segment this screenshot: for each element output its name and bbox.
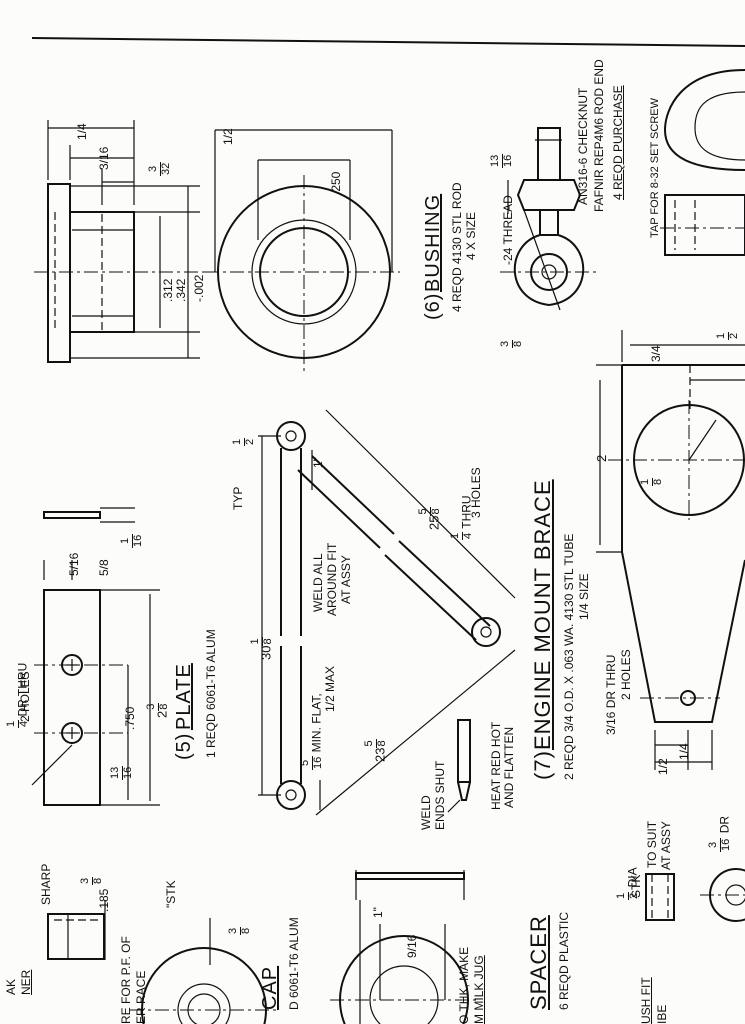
checknut-note: AN316-6 CHECKNUT	[576, 87, 590, 205]
set-screw-sketch	[660, 69, 745, 256]
rod-end-view	[500, 127, 600, 311]
ends-shut-note: ENDS SHUT	[433, 760, 447, 830]
bracket-view	[596, 330, 745, 770]
disk-dim-9-16: 9/16	[405, 934, 419, 958]
spacer-title: SPACER	[526, 915, 551, 1010]
bushing-dim-312: .312	[161, 278, 175, 302]
cap-sharp: SHARP	[39, 863, 53, 905]
cap-ner: NER	[19, 969, 33, 995]
bushing-dim-3-16: 3/16	[97, 146, 111, 170]
tap-note: TAP FOR 8-32 SET SCREW	[649, 98, 661, 238]
bracket-dim-2: 2	[594, 454, 609, 462]
brace-dim-1: 1"	[311, 457, 325, 468]
bushing-spec: 4 REQD 4130 STL ROD	[450, 182, 464, 312]
bushing-end-view	[205, 129, 400, 372]
brace-title: ENGINE MOUNT BRACE	[530, 479, 555, 750]
plate-dim-750: .750	[123, 706, 137, 730]
bushing-side-view	[34, 120, 215, 363]
bushing-number: (6)	[422, 292, 444, 320]
spacer-stk: STK	[629, 874, 643, 898]
bushing-dim-tolerance: -.002	[192, 274, 206, 302]
cap-stk: "STK	[164, 880, 178, 908]
plate-holes-count: 2 HOLES	[18, 671, 32, 722]
push-fit-note-2: IBE	[655, 1004, 669, 1024]
plate-view	[31, 507, 160, 806]
plate-dim-5-8: 5/8	[97, 559, 111, 576]
spacer-view	[645, 868, 745, 922]
weld-note: WELD	[419, 795, 433, 830]
disk-note-2: M MILK JUG	[472, 955, 486, 1024]
push-fit-note-1: USH FIT	[639, 977, 653, 1024]
bushing-dim-342: .342	[174, 278, 188, 302]
around-fit-note: AROUND FIT	[325, 542, 339, 616]
bushing-dim-250: .250	[329, 171, 343, 195]
bracket-dim-1-2: 1/2	[656, 758, 670, 775]
cap-dim-185: .185	[97, 888, 111, 912]
brace-holes-count: 3 HOLES	[469, 467, 483, 518]
sheet-border-line	[31, 37, 745, 47]
bracket-holes-count: 2 HOLES	[619, 649, 633, 700]
spacer-to-suit: TO SUIT	[645, 820, 659, 868]
bushing-size: 4 X SIZE	[464, 211, 478, 260]
disk-note-1: O THK, MAKE	[457, 946, 471, 1024]
bushing-dim-quarter: 1/4	[75, 123, 89, 140]
bushing-dim-half: 1/2	[221, 128, 235, 145]
plate-title: PLATE	[173, 663, 195, 730]
cap-view	[47, 900, 280, 1024]
plate-spec: 1 REQD 6061-T6 ALUM	[204, 629, 218, 758]
bracket-dim-1-4: 1/4	[677, 743, 691, 760]
cap-title: CAP	[259, 965, 281, 1010]
disk-dim-1: 1"	[371, 907, 385, 918]
at-assy-note: AT ASSY	[339, 555, 353, 604]
plate-dim-5-16: 5/16	[67, 552, 81, 576]
cap-spec: D 6061-T6 ALUM	[287, 917, 301, 1010]
plate-number: (5)	[173, 732, 195, 760]
brace-number: (7)	[530, 750, 555, 780]
bracket-dim-3-4: 3/4	[649, 345, 663, 362]
purchase-note: 4 REQD PURCHASE	[611, 85, 625, 200]
brace-typ: TYP	[231, 486, 245, 510]
cap-race-note-1: RE FOR P.F. OF	[119, 936, 133, 1024]
flatten-note: AND FLATTEN	[502, 726, 516, 808]
brace-spec: 2 REQD 3/4 O.D. X .063 WA. 4130 STL TUBE	[562, 533, 576, 780]
cap-ak: AK	[4, 978, 18, 995]
weld-all-note: WELD ALL	[311, 553, 325, 612]
brace-view	[258, 409, 516, 816]
bushing-title: BUSHING	[422, 193, 444, 292]
fafnir-note: FAFNIR REP4M6 ROD END	[592, 59, 606, 212]
min-flat-max: 1/2 MAX	[323, 665, 337, 712]
cap-race-note-2: ER RACE	[134, 970, 148, 1024]
spacer-spec: 6 REQD PLASTIC	[557, 911, 571, 1010]
bracket-holes-dr: 3/16 DR THRU	[604, 654, 618, 735]
spacer-at-assy: AT ASSY	[659, 821, 673, 870]
thread-note: -24 THREAD	[501, 195, 515, 265]
heat-red-hot-note: HEAT RED HOT	[489, 721, 503, 810]
brace-size: 1/4 SIZE	[577, 573, 591, 620]
disk-view	[330, 870, 480, 1024]
